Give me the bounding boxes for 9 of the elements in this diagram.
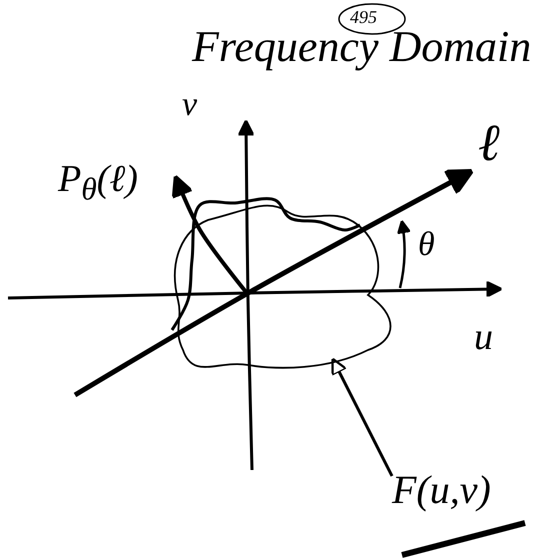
function-label: F(u,v) [392,470,492,510]
page-number: 495 [350,8,377,26]
leader-arrow [331,358,394,477]
angle-label: θ [418,228,435,262]
axis-label: ℓ [478,118,500,170]
title: Frequency Domain [192,25,532,69]
axis-label: u [474,318,493,356]
axis-label: v [182,88,198,122]
projection-label: P$_{θ}$(ℓ) [58,160,138,206]
